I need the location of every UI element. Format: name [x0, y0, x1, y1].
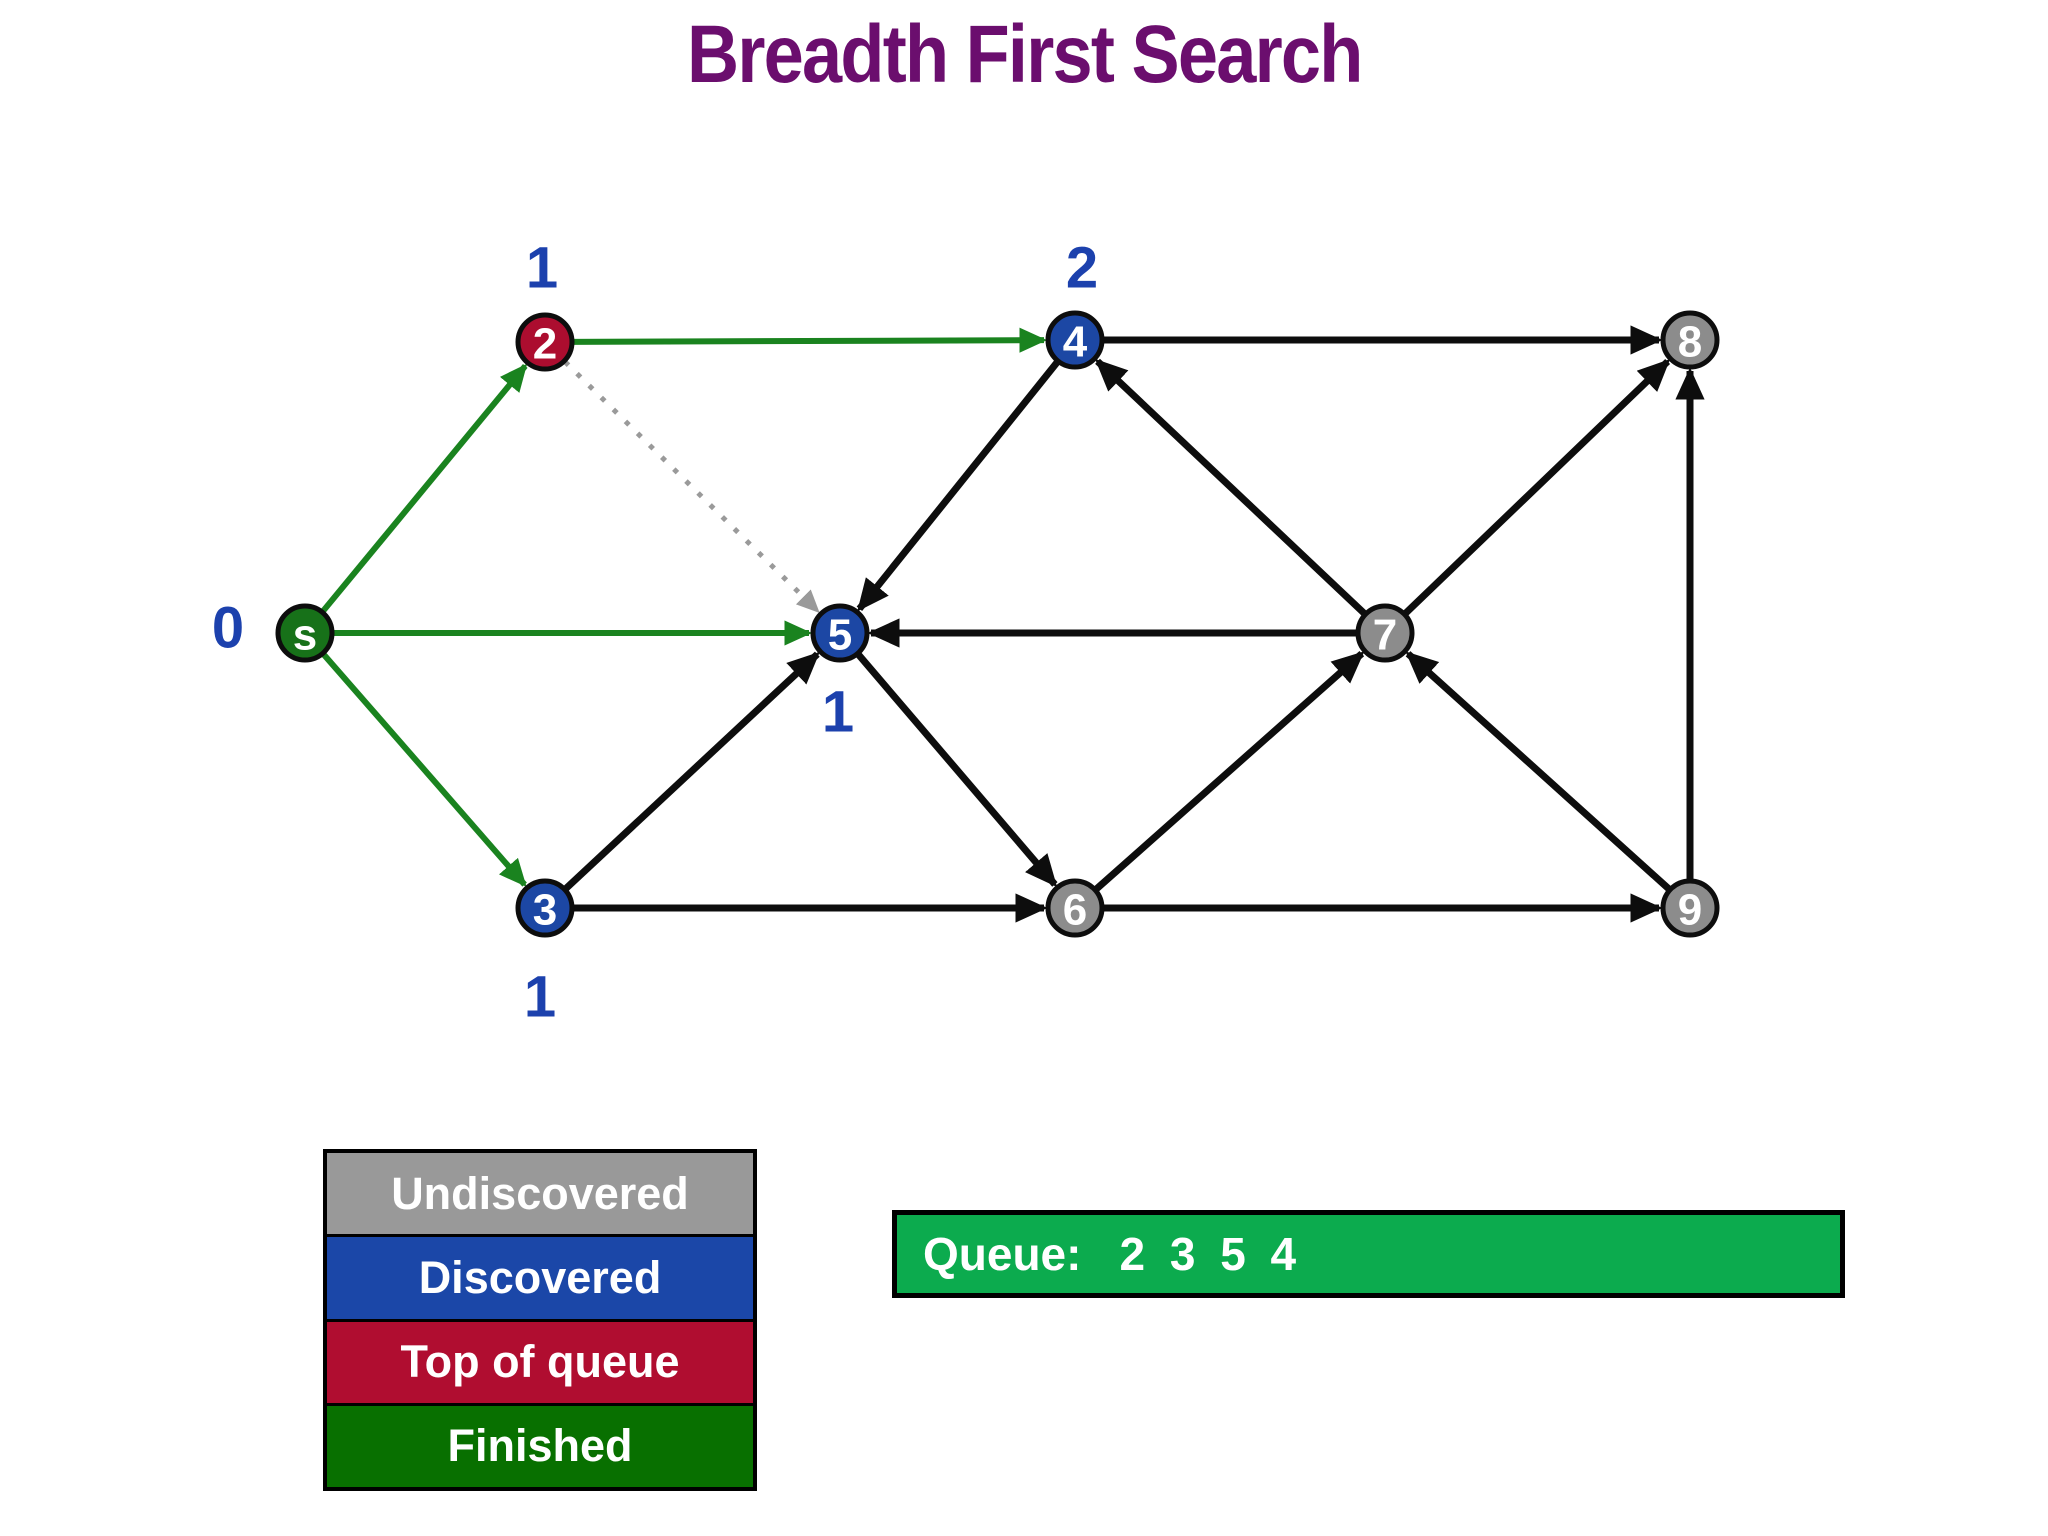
queue-label: Queue:	[923, 1228, 1082, 1280]
distance-label-3: 1	[524, 965, 556, 1030]
graph-node-4: 4	[1045, 310, 1105, 370]
node-circle-8	[1660, 310, 1720, 370]
edge-s-2	[320, 363, 528, 614]
edge-4-5	[856, 359, 1061, 612]
graph-node-s: s	[275, 603, 335, 663]
graph-node-8: 8	[1660, 310, 1720, 370]
legend-row-finished: Finished	[327, 1405, 753, 1487]
graph-node-9: 9	[1660, 878, 1720, 938]
node-label-s: s	[293, 611, 317, 660]
node-label-9: 9	[1678, 886, 1702, 935]
distance-label-4: 2	[1066, 236, 1098, 301]
queue-display: Queue: 2 3 5 4	[892, 1210, 1845, 1298]
node-label-6: 6	[1063, 886, 1087, 935]
edge-7-8	[1402, 358, 1671, 617]
node-circle-9	[1660, 878, 1720, 938]
node-label-2: 2	[533, 320, 557, 369]
edge-2-4	[572, 327, 1048, 353]
node-label-3: 3	[533, 886, 557, 935]
distance-label-2: 1	[526, 236, 558, 301]
legend: Undiscovered Discovered Top of queue Fin…	[323, 1149, 757, 1491]
legend-row-undiscovered: Undiscovered	[327, 1153, 753, 1238]
node-circle-3	[515, 878, 575, 938]
graph-node-2: 2	[515, 312, 575, 372]
page-title-text: Breadth First Search	[686, 9, 1363, 100]
node-circle-7	[1355, 603, 1415, 663]
edge-2-5	[563, 359, 820, 614]
edge-5-6	[855, 652, 1058, 888]
graph-node-5: 5	[810, 603, 870, 663]
node-circle-s	[275, 603, 335, 663]
graph-node-6: 6	[1045, 878, 1105, 938]
edge-6-7	[1093, 650, 1365, 893]
distance-label-5: 1	[822, 680, 854, 745]
node-label-8: 8	[1678, 318, 1702, 367]
node-label-7: 7	[1373, 611, 1397, 660]
edge-7-4	[1094, 358, 1368, 617]
node-circle-4	[1045, 310, 1105, 370]
node-circle-5	[810, 603, 870, 663]
legend-row-top-of-queue: Top of queue	[327, 1321, 753, 1406]
edge-9-7	[1405, 651, 1672, 892]
node-label-5: 5	[828, 611, 852, 660]
node-circle-2	[515, 312, 575, 372]
legend-row-discovered: Discovered	[327, 1237, 753, 1322]
edge-s-3	[321, 652, 527, 887]
node-label-4: 4	[1063, 318, 1088, 367]
graph-node-7: 7	[1355, 603, 1415, 663]
graph-node-3: 3	[515, 878, 575, 938]
node-circle-6	[1045, 878, 1105, 938]
distance-label-s: 0	[212, 596, 244, 661]
queue-values: 2 3 5 4	[1119, 1228, 1303, 1280]
edge-3-5	[563, 651, 820, 892]
page-title: Breadth First Search	[0, 8, 2048, 102]
